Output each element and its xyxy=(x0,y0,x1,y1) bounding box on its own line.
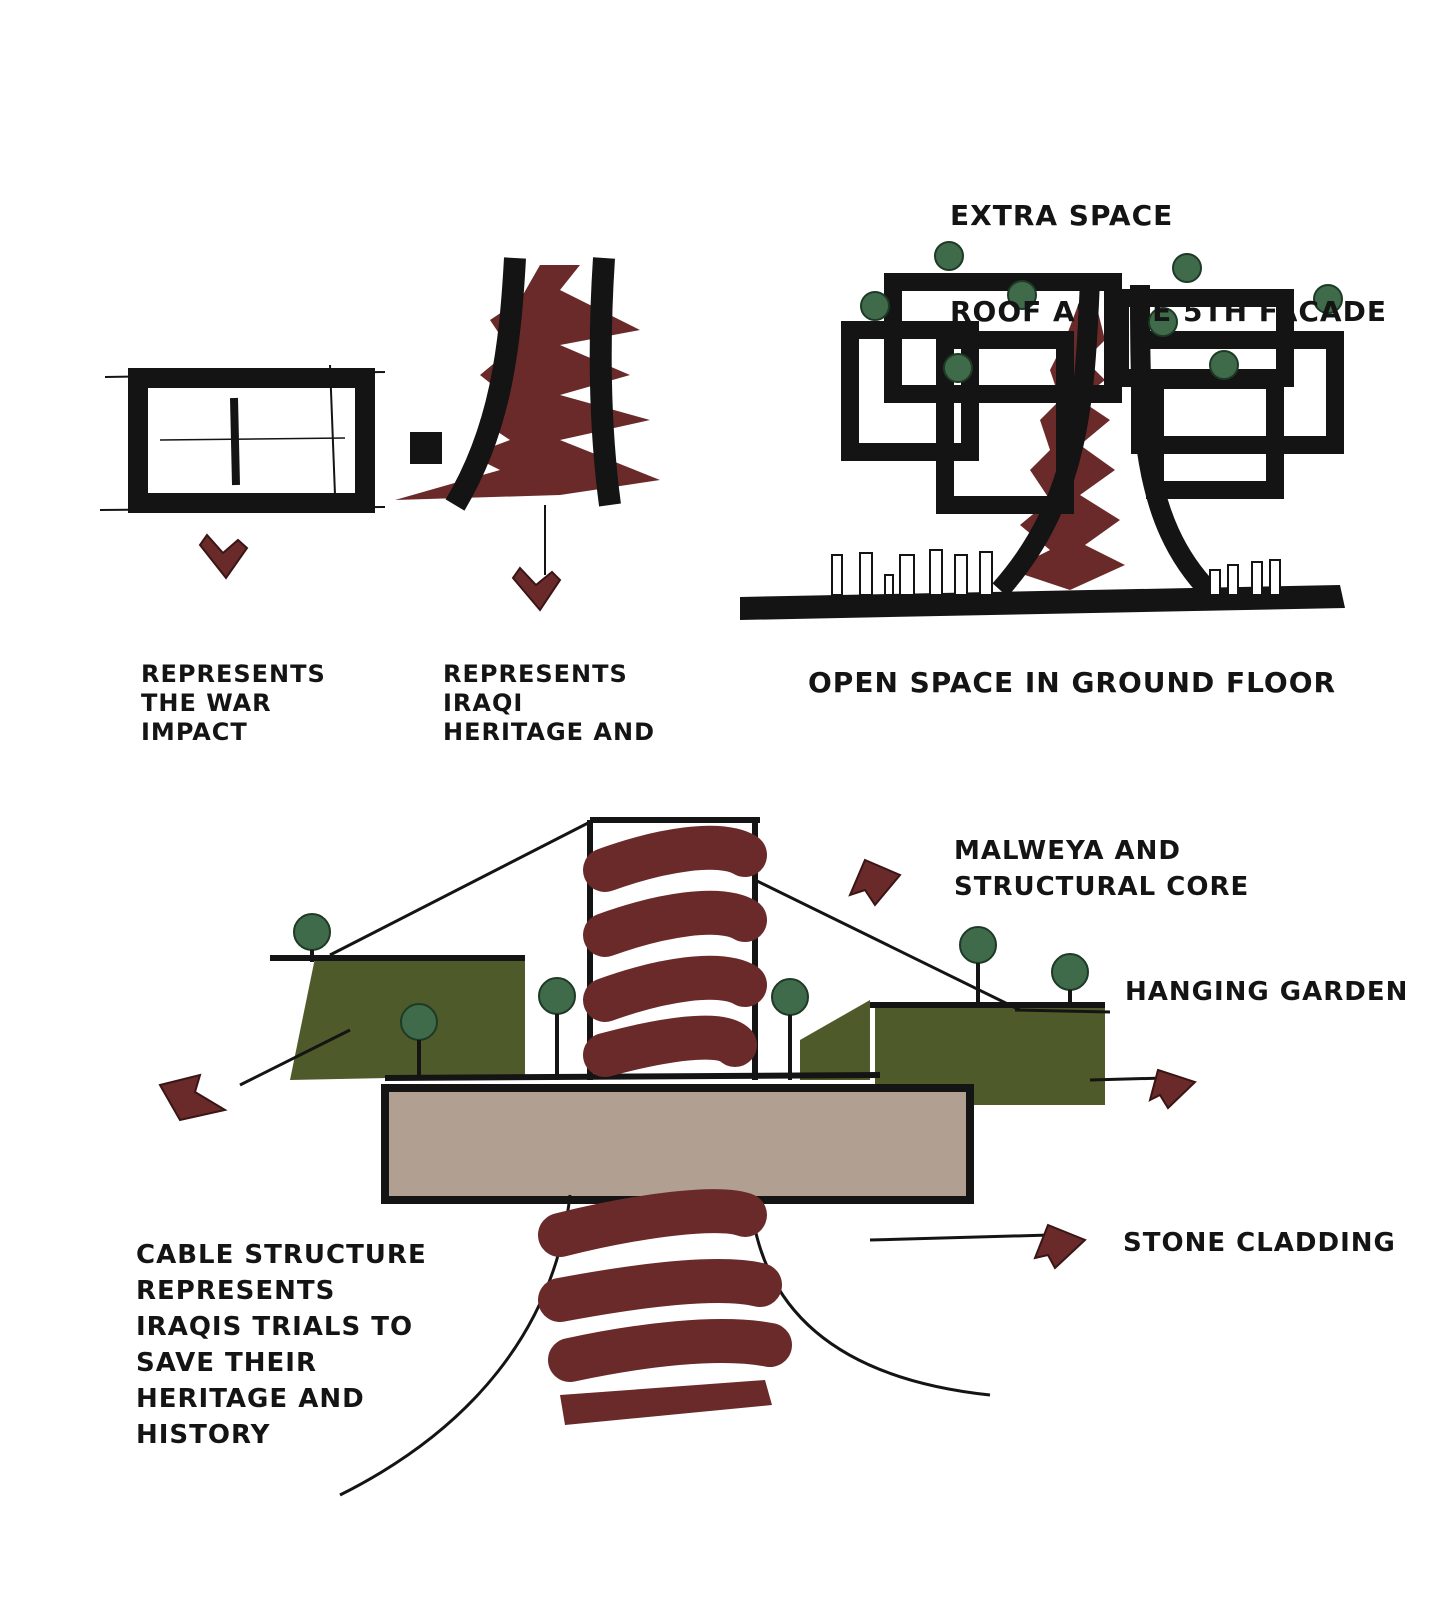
label-cable-structure: CABLE STRUCTURE REPRESENTS IRAQIS TRIALS… xyxy=(136,1240,427,1450)
tree-icon xyxy=(1172,253,1202,283)
label-stone-cladding: STONE CLADDING xyxy=(1123,1228,1396,1258)
label-iraqi-heritage: REPRESENTS IRAQI HERITAGE AND xyxy=(443,660,656,746)
arrow-down-icon xyxy=(511,566,562,612)
tree-icon xyxy=(400,1003,438,1041)
tree-icon xyxy=(1007,280,1037,310)
roof-open-space-sketch xyxy=(740,241,1345,620)
people-figures xyxy=(831,549,1281,596)
tree-icon xyxy=(943,353,973,383)
main-section-sketch xyxy=(158,817,1197,1497)
label-war-impact: REPRESENTS THE WAR IMPACT xyxy=(141,660,326,746)
tree-icon xyxy=(1051,953,1089,991)
tree-icon xyxy=(1313,284,1343,314)
heritage-sawtooth-sketch xyxy=(395,257,660,612)
arrow-icon xyxy=(158,1073,228,1122)
war-impact-frame-sketch xyxy=(99,364,386,580)
tree-icon xyxy=(293,913,331,951)
tree-icon xyxy=(934,241,964,271)
arrow-down-icon xyxy=(198,533,249,580)
label-malweya-core: MALWEYA AND STRUCTURAL CORE xyxy=(954,836,1250,902)
tree-icon xyxy=(959,926,997,964)
tree-icon xyxy=(771,978,809,1016)
extra-space-text: EXTRA SPACE xyxy=(950,199,1174,232)
tree-icon xyxy=(1148,307,1178,337)
label-open-space: OPEN SPACE IN GROUND FLOOR xyxy=(808,666,1337,699)
label-hanging-garden: HANGING GARDEN xyxy=(1125,977,1409,1007)
small-square-node xyxy=(410,432,442,464)
label-extra-space: EXTRA SPACE ROOF AS THE 5TH FACADE xyxy=(950,144,1387,384)
arrow-icon xyxy=(1148,1068,1197,1110)
roof-fifth-facade-text: ROOF AS THE 5TH FACADE xyxy=(950,295,1387,328)
tree-icon xyxy=(538,977,576,1015)
arrow-icon xyxy=(1033,1223,1087,1270)
tree-icon xyxy=(860,291,890,321)
arrow-icon xyxy=(848,858,902,907)
tree-icon xyxy=(1209,350,1239,380)
